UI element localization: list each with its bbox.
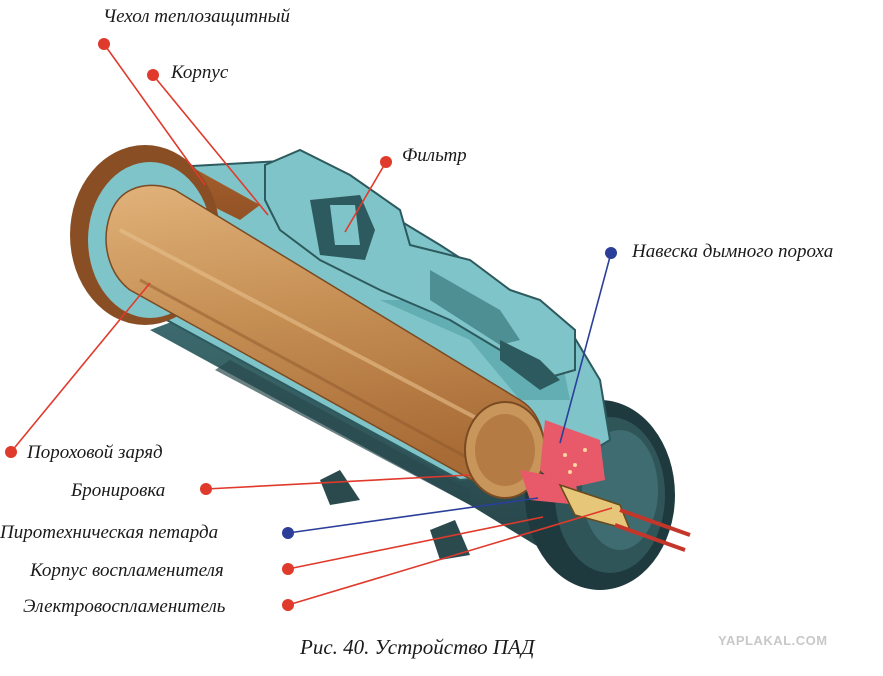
label-electric-igniter: Электровоспламенитель: [23, 596, 226, 617]
label-filter: Фильтр: [402, 145, 467, 166]
leader-lines: [10, 43, 613, 606]
label-armor-coating: Бронировка: [71, 480, 166, 501]
label-heat-cover: Чехол теплозащитный: [103, 6, 290, 27]
label-pyrotechnic-charge: Пиротехническая петарда: [0, 522, 219, 543]
filter-fitting: [264, 148, 576, 390]
label-powder-charge: Пороховой заряд: [27, 442, 163, 463]
marker-dots: [5, 38, 617, 611]
label-igniter-body: Корпус воспламенителя: [30, 560, 224, 581]
figure-caption: Рис. 40. Устройство ПАД: [300, 635, 535, 659]
watermark: YAPLAKAL.COM: [718, 633, 828, 648]
label-body: Корпус: [171, 62, 229, 83]
label-black-powder-sample: Навеска дымного пороха: [632, 241, 834, 262]
igniter-assembly: [520, 420, 691, 552]
